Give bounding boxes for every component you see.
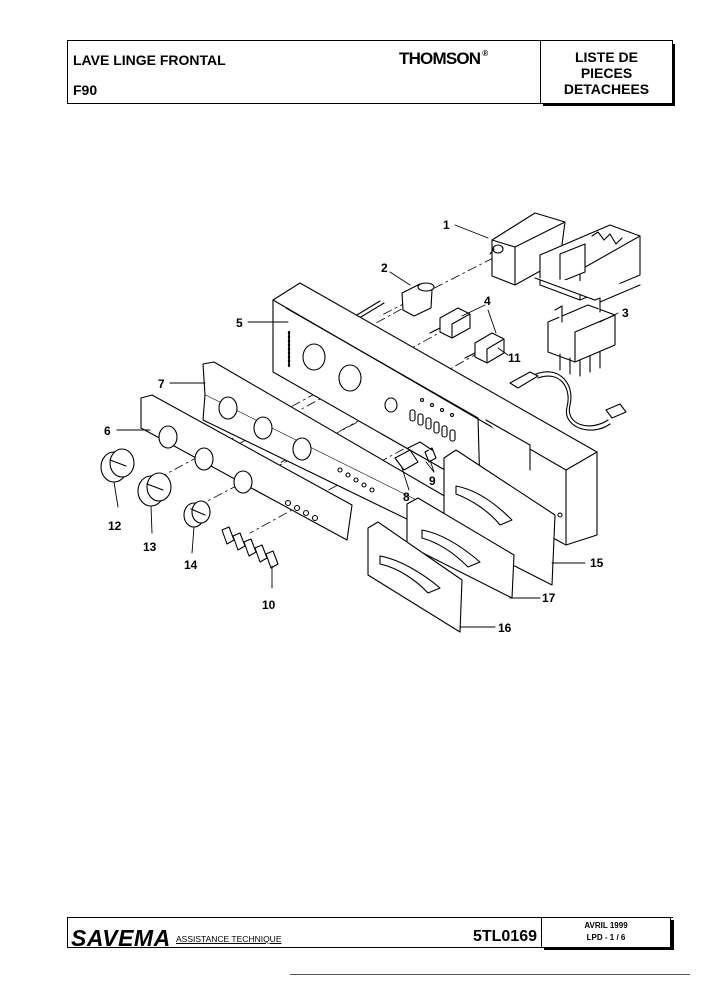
callout-9: 9: [429, 474, 436, 488]
callout-12: 12: [108, 519, 122, 533]
part-8-light-guide: [394, 441, 437, 471]
footer-date-box: AVRIL 1999 LPD - 1 / 6: [541, 918, 671, 948]
part-1-programmer: [489, 212, 641, 303]
bottom-rule: [290, 974, 690, 975]
part-6-decor-plate: [140, 394, 375, 541]
callout-16: 16: [498, 621, 512, 635]
callout-13: 13: [143, 540, 157, 554]
part-11-wire-harness: [509, 371, 627, 431]
doc-type-box: LISTE DE PIECES DETACHEES: [540, 41, 672, 103]
exploded-view-drawing: 1 2 3 4 5 6 7 8 9 10 11 12 13 14 15 16 1…: [0, 190, 707, 650]
callout-4: 4: [484, 294, 491, 308]
callout-7: 7: [158, 377, 165, 391]
page-number: LPD - 1 / 6: [586, 933, 626, 942]
part-7-label-plate: [202, 361, 461, 541]
callout-15: 15: [590, 556, 604, 570]
brand-name: THOMSON: [399, 49, 481, 68]
brand-logo: THOMSON®: [399, 49, 488, 69]
part-14-knob: [183, 500, 211, 528]
callout-2: 2: [381, 261, 388, 275]
company-logo: SAVEMA: [71, 925, 171, 951]
callout-3: 3: [622, 306, 629, 320]
callout-8: 8: [403, 490, 410, 504]
callout-14: 14: [184, 558, 198, 572]
callout-numbers: 1 2 3 4 5 6 7 8 9 10 11 12 13 14 15 16 1…: [104, 218, 629, 635]
document-header: LAVE LINGE FRONTAL F90 THOMSON® LISTE DE…: [67, 40, 673, 104]
footer-left-cell: SAVEMA ASSISTANCE TECHNIQUE 5TL0169: [67, 918, 541, 951]
callout-10: 10: [262, 598, 276, 612]
callout-1: 1: [443, 218, 450, 232]
doc-type-line-3: DETACHEES: [563, 81, 650, 97]
document-date: AVRIL 1999: [584, 921, 628, 930]
document-code: 5TL0169: [472, 928, 537, 945]
part-13-knob: [137, 472, 172, 507]
panel-button-slots: [409, 409, 456, 442]
part-4-switches: [429, 307, 505, 364]
callout-5: 5: [236, 316, 243, 330]
company-subtitle: ASSISTANCE TECHNIQUE: [176, 934, 282, 944]
exploded-view-svg: 1 2 3 4 5 6 7 8 9 10 11 12 13 14 15 16 1…: [100, 212, 641, 635]
part-3-connector: [547, 297, 616, 377]
callout-17: 17: [542, 591, 556, 605]
registered-mark: ®: [482, 49, 488, 58]
doc-type-line-1: LISTE DE: [574, 49, 638, 65]
product-title: LAVE LINGE FRONTAL: [73, 52, 226, 68]
part-17-door: [406, 497, 515, 599]
callout-leaders: [113, 224, 619, 628]
part-10-push-buttons: [221, 526, 279, 569]
callout-11: 11: [508, 351, 521, 365]
document-footer: SAVEMA ASSISTANCE TECHNIQUE 5TL0169 AVRI…: [67, 917, 673, 951]
header-left-cell: LAVE LINGE FRONTAL F90 THOMSON®: [68, 41, 540, 103]
part-16-door: [367, 521, 463, 633]
doc-type-line-2: PIECES: [580, 65, 633, 81]
part-12-knob: [100, 448, 135, 483]
callout-6: 6: [104, 424, 111, 438]
part-2-bushing: [349, 282, 435, 323]
product-model: F90: [73, 82, 98, 98]
